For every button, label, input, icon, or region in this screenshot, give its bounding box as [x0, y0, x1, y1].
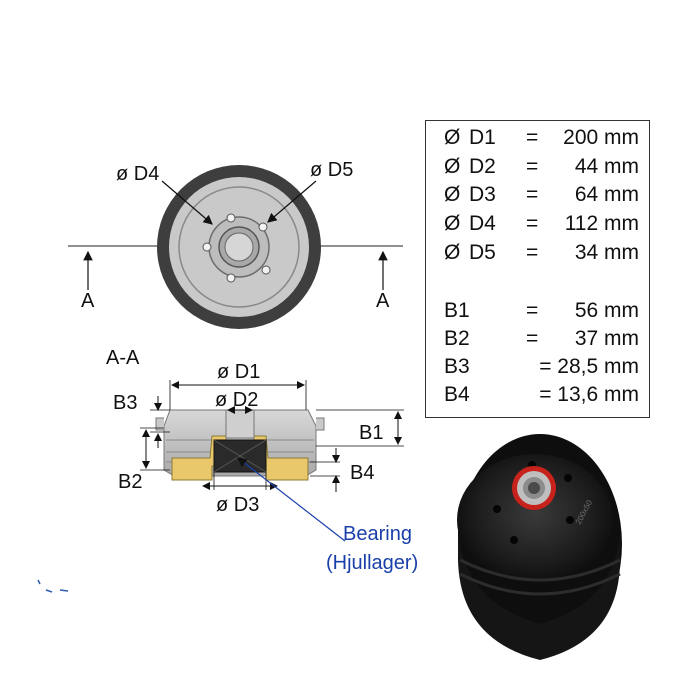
spec-value: = 28,5 mm: [539, 355, 639, 378]
spec-equals: =: [526, 299, 539, 322]
label-d4: ø D4: [116, 163, 159, 185]
spec-name: B3: [444, 355, 470, 378]
diameter-symbol: Ø: [444, 126, 461, 149]
label-d3: ø D3: [216, 494, 259, 516]
spec-value: 56 mm: [574, 299, 639, 322]
spec-table: Ø D1 = 200 mm Ø D2 = 44 mm Ø D3 = 64 mm …: [425, 120, 650, 418]
bolt-hole: [261, 265, 271, 275]
spec-equals: =: [526, 241, 539, 264]
label-d5: ø D5: [310, 159, 353, 181]
label-d1: ø D1: [217, 361, 260, 383]
stray-mark: [37, 579, 69, 593]
spec-value: 112 mm: [564, 212, 639, 235]
label-b4: B4: [350, 462, 374, 484]
hub-bore-section: [225, 409, 255, 439]
section-label-left: A: [81, 290, 95, 312]
d4-leader: [161, 180, 213, 225]
label-b1: B1: [359, 422, 383, 444]
spec-equals: =: [526, 212, 539, 235]
photo-bolt-hole: [564, 474, 572, 482]
label-b3: B3: [113, 392, 137, 414]
section-label-right: A: [376, 290, 390, 312]
spec-row-d3: Ø D3 = 64 mm: [426, 183, 651, 211]
spec-value: 44 mm: [574, 155, 639, 178]
spec-name: D3: [469, 183, 496, 206]
spec-name: D4: [469, 212, 496, 235]
spec-equals: =: [526, 183, 539, 206]
spec-value: 200 mm: [563, 126, 639, 149]
d5-leader: [267, 180, 317, 223]
bearing-label-local: (Hjullager): [326, 552, 418, 574]
spec-name: D1: [469, 126, 496, 149]
spec-name: D5: [469, 241, 496, 264]
spec-name: B4: [444, 383, 470, 406]
bearing-label: Bearing: [343, 523, 412, 545]
section-view: A-A ø D1 ø D2 ø D3 B1: [106, 347, 418, 574]
spec-row-b4: B4 = 13,6 mm: [426, 383, 651, 411]
spec-value: 34 mm: [574, 241, 639, 264]
label-d2: ø D2: [215, 389, 258, 411]
product-photo: 200x50: [457, 434, 622, 660]
spec-value: 37 mm: [574, 327, 639, 350]
spec-equals: =: [526, 155, 539, 178]
bolt-hole: [202, 242, 212, 252]
diameter-symbol: Ø: [444, 155, 461, 178]
spec-equals: =: [526, 327, 539, 350]
bolt-hole: [226, 273, 236, 283]
spec-row-b2: B2 = 37 mm: [426, 327, 651, 355]
spec-row-d1: Ø D1 = 200 mm: [426, 126, 651, 154]
front-view: ø D4 ø D5 A A: [68, 159, 403, 329]
spec-value: = 13,6 mm: [539, 383, 639, 406]
label-b2: B2: [118, 471, 142, 493]
section-title: A-A: [106, 347, 140, 369]
spec-row-d4: Ø D4 = 112 mm: [426, 212, 651, 240]
spec-value: 64 mm: [574, 183, 639, 206]
photo-bolt-hole: [510, 536, 518, 544]
spec-row-d2: Ø D2 = 44 mm: [426, 155, 651, 183]
spec-name: B1: [444, 299, 470, 322]
spec-row-d5: Ø D5 = 34 mm: [426, 241, 651, 269]
bolt-hole: [258, 222, 268, 232]
spec-name: B2: [444, 327, 470, 350]
spec-row-b1: B1 = 56 mm: [426, 299, 651, 327]
diameter-symbol: Ø: [444, 241, 461, 264]
photo-bolt-hole: [493, 505, 501, 513]
diameter-symbol: Ø: [444, 212, 461, 235]
diameter-symbol: Ø: [444, 183, 461, 206]
bolt-hole: [226, 213, 236, 223]
spec-equals: =: [526, 126, 539, 149]
spec-name: D2: [469, 155, 496, 178]
bearing-leader: [237, 457, 346, 542]
photo-bolt-hole: [566, 516, 574, 524]
drum-photo-face: [457, 454, 613, 586]
spec-row-b3: B3 = 28,5 mm: [426, 355, 651, 383]
